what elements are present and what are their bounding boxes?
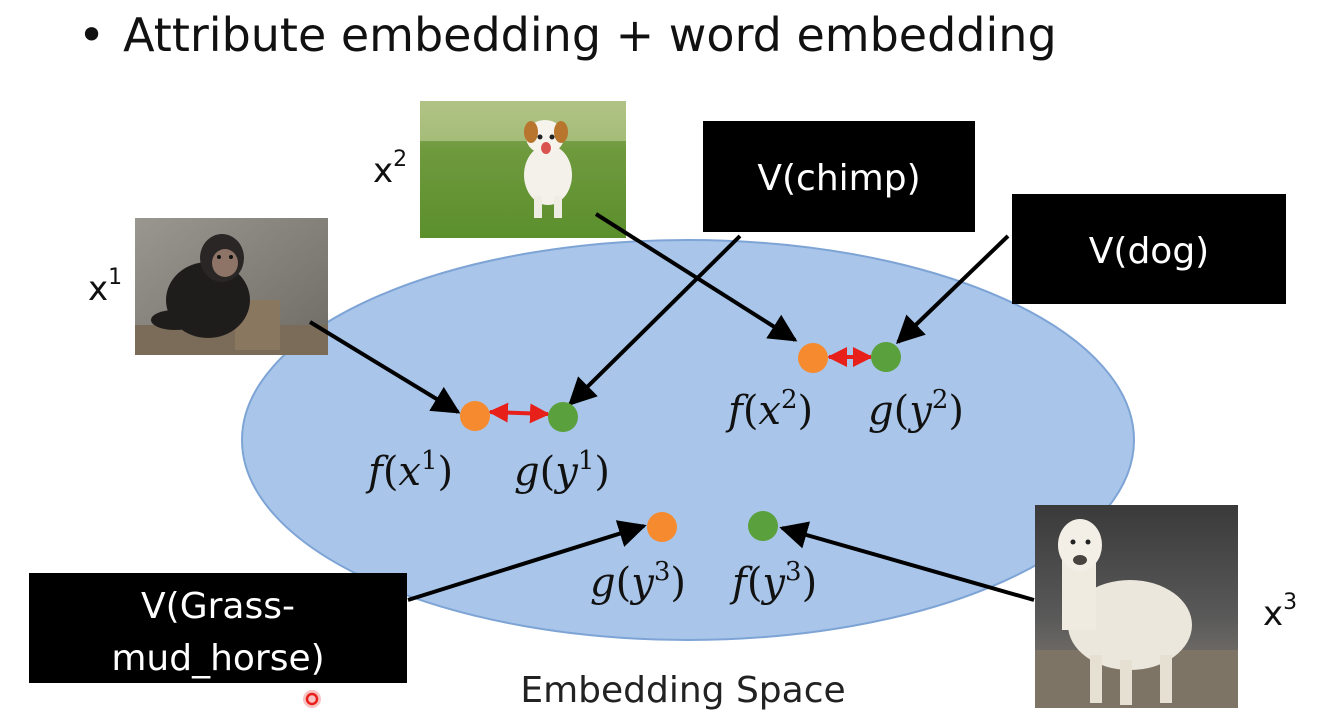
embedding-space-label: Embedding Space (520, 670, 845, 711)
word-box-dog: V(dog) (1012, 194, 1286, 304)
arrow-dog-image-to-fx2 (594, 212, 798, 342)
label-fy3: f(y3) (729, 557, 817, 606)
point-gy3 (647, 512, 677, 542)
image-chimp (135, 218, 328, 355)
label-fx2: f(x2) (725, 385, 813, 434)
point-fx2 (798, 343, 828, 373)
word-box-grass-mud-horse: V(Grass- mud_horse) (29, 573, 407, 683)
point-gy1 (548, 402, 578, 432)
label-fx1: f(x1) (365, 446, 453, 495)
point-fx1 (460, 401, 490, 431)
arrow-chimp-word-to-gy1 (568, 234, 742, 406)
point-gy2 (871, 342, 901, 372)
image-dog (420, 101, 626, 238)
svg-text:V(chimp): V(chimp) (757, 158, 920, 199)
label-x2: x2 (373, 147, 407, 191)
arrow-alpaca-image-to-fy3 (779, 521, 1035, 602)
arrow-dog-word-to-gy2 (895, 234, 1010, 344)
cursor-indicator (303, 690, 321, 708)
svg-text:V(Grass-: V(Grass- (141, 586, 295, 627)
arrow-chimp-image-to-fx1 (308, 320, 461, 414)
title-bullet: • (78, 8, 106, 62)
red-arrow-pair-1 (488, 402, 550, 424)
slide-title: • Attribute embedding + word embedding (78, 8, 1057, 62)
label-x1: x1 (88, 265, 122, 309)
svg-text:mud_horse): mud_horse) (111, 638, 324, 679)
label-x3: x3 (1263, 590, 1297, 634)
label-gy3: g(y3) (590, 557, 686, 606)
arrow-grass-word-to-gy3 (407, 520, 647, 602)
word-box-chimp: V(chimp) (703, 121, 975, 232)
title-text: Attribute embedding + word embedding (123, 8, 1057, 62)
label-gy1: g(y1) (514, 446, 610, 495)
point-fy3 (748, 511, 778, 541)
label-gy2: g(y2) (868, 385, 964, 434)
image-alpaca (1035, 505, 1238, 708)
svg-text:V(dog): V(dog) (1089, 231, 1209, 272)
